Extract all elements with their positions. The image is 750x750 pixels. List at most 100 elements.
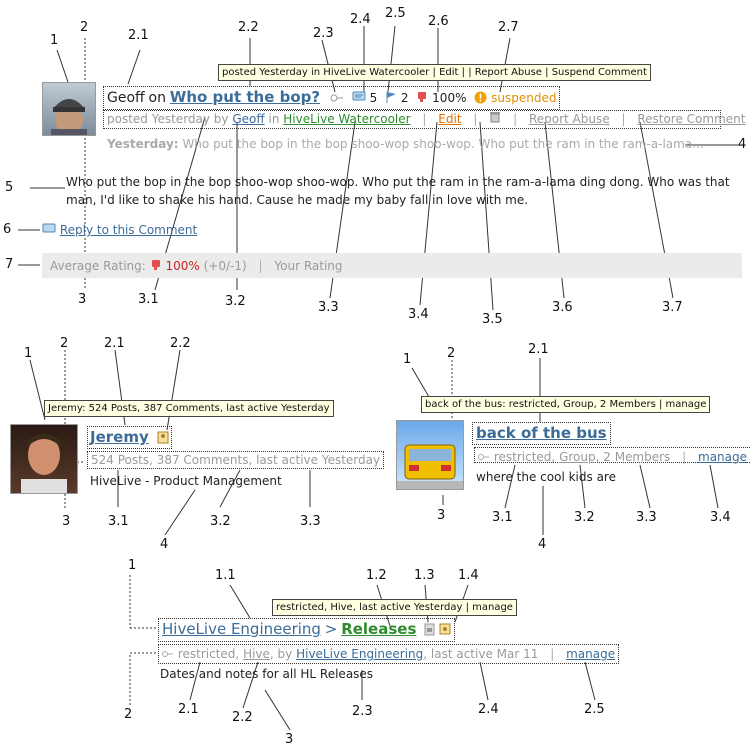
reply-bubble-icon [42,223,56,238]
hive-type-link[interactable]: Hive [243,647,270,661]
average-rating-label: Average Rating: [50,259,146,273]
user-name-row: Jeremy [87,426,172,449]
comment-body-line: Who put the bop in the bop shoo-wop shoo… [66,175,730,189]
edit-link[interactable]: Edit [438,112,462,126]
callout-number: 2.1 [528,342,549,357]
your-rating-label[interactable]: Your Rating [274,259,343,273]
comment-title-link[interactable]: Who put the bop? [169,88,321,106]
group-name-link[interactable]: back of the bus [476,424,607,442]
group-type-link[interactable]: Group [559,450,596,464]
callout-number: 1.2 [366,568,387,583]
callout-number: 2.5 [584,702,605,717]
callout-number: 4 [738,137,747,152]
callout-number: 3.5 [482,312,503,327]
trash-icon[interactable] [489,111,501,128]
comment-meta-in: in [268,112,280,126]
user-stats: 524 Posts, 387 Comments, last active Yes… [87,451,385,469]
quote-label: Yesterday: [107,137,179,151]
callout-number: 3.4 [408,307,429,322]
callout-number: 4 [160,537,169,552]
callout-number: 1 [24,346,33,361]
comment-header: Geoff on Who put the bop? 5 2 100% suspe… [103,86,561,110]
callout-number: 3 [62,514,71,529]
callout-number: 2 [447,346,456,361]
average-rating-pct: 100% [165,259,200,273]
callout-number: 3.2 [574,510,595,525]
callout-number: 3 [78,292,87,307]
callout-number: 3.2 [210,514,231,529]
hive-child-link[interactable]: Releases [341,620,417,638]
breadcrumb-separator: > [324,620,338,638]
report-abuse-link[interactable]: Report Abuse [528,112,610,126]
callout-number: 2.2 [238,20,259,35]
comment-tooltip: posted Yesterday in HiveLive Watercooler… [218,64,651,81]
hive-parent-link[interactable]: HiveLive Engineering [162,620,321,638]
callout-number: 1 [403,352,412,367]
callout-number: 3.3 [300,514,321,529]
callout-number: 1 [128,558,137,573]
rating-thumbs-down-icon [150,259,162,274]
comment-posted-text: posted Yesterday by [107,112,229,126]
hive-owner-link[interactable]: HiveLive Engineering [296,647,424,661]
callout-number: 3.7 [662,300,683,315]
callout-number: 2.1 [104,336,125,351]
callout-number: 2.2 [232,710,253,725]
callout-number: 3.6 [552,300,573,315]
callout-number: 3.1 [492,510,513,525]
comment-author-avatar[interactable] [42,82,96,136]
user-name-link[interactable]: Jeremy [90,428,149,446]
user-badge-icon [157,431,169,447]
callout-number: 2 [60,336,69,351]
hive-last-active: , last active Mar 11 [423,647,539,661]
callout-number: 5 [5,180,14,195]
callout-number: 2.1 [178,702,199,717]
comment-body: Who put the bop in the bop shoo-wop shoo… [66,173,730,209]
group-avatar[interactable] [396,420,464,490]
thumbs-down-icon [416,91,428,106]
group-manage-link[interactable]: manage [698,450,748,464]
group-tooltip: back of the bus: restricted, Group, 2 Me… [421,396,711,413]
flag-icon[interactable] [385,91,397,106]
rating-bar: Average Rating: 100% (+0/-1) | Your Rati… [42,253,742,278]
reply-link[interactable]: Reply to this Comment [59,223,198,237]
comment-body-line: man, I'd like to shake his hand. Cause h… [66,193,529,207]
user-title: HiveLive - Product Management [90,474,282,488]
hive-restricted: restricted, [177,647,240,661]
user-tooltip: Jeremy: 524 Posts, 387 Comments, last ac… [44,400,334,417]
callout-number: 7 [5,257,14,272]
restore-comment-link[interactable]: Restore Comment [637,112,746,126]
warning-icon [474,91,487,107]
comment-status-badge: suspended [491,91,557,105]
reply-row: Reply to this Comment [42,223,197,238]
callout-number: 3.1 [108,514,129,529]
key-icon [478,450,490,466]
callout-number: 2.3 [352,704,373,719]
hive-manage-link[interactable]: manage [566,647,616,661]
callout-number: 3.2 [225,294,246,309]
comment-quote: Yesterday: Who put the bop in the bop sh… [107,137,704,151]
callout-number: 3.4 [710,510,731,525]
group-meta-bar: restricted, Group, 2 Members | manage [474,447,750,466]
comment-meta-author-link[interactable]: Geoff [232,112,265,126]
comment-bubble-icon[interactable] [352,91,366,106]
group-name-row: back of the bus [472,422,611,445]
callout-number: 3 [285,732,294,747]
callout-number: 2.2 [170,336,191,351]
callout-number: 1.4 [458,568,479,583]
avatar-photo-icon [21,434,67,493]
user-avatar[interactable] [10,424,78,494]
callout-number: 1.3 [414,568,435,583]
callout-number: 3 [437,508,446,523]
callout-number: 2.4 [478,702,499,717]
hive-description: Dates and notes for all HL Releases [160,667,374,681]
callout-number: 2.6 [428,14,449,29]
comment-on-word: on [148,90,166,106]
callout-number: 2.7 [498,20,519,35]
comment-author-name[interactable]: Geoff [107,90,145,106]
callout-number: 3.3 [318,300,339,315]
callout-number: 2 [124,707,133,722]
callout-number: 6 [3,222,12,237]
callout-number: 1 [50,33,59,48]
comment-place-link[interactable]: HiveLive Watercooler [283,112,411,126]
comment-rating-pct: 100% [432,91,467,105]
